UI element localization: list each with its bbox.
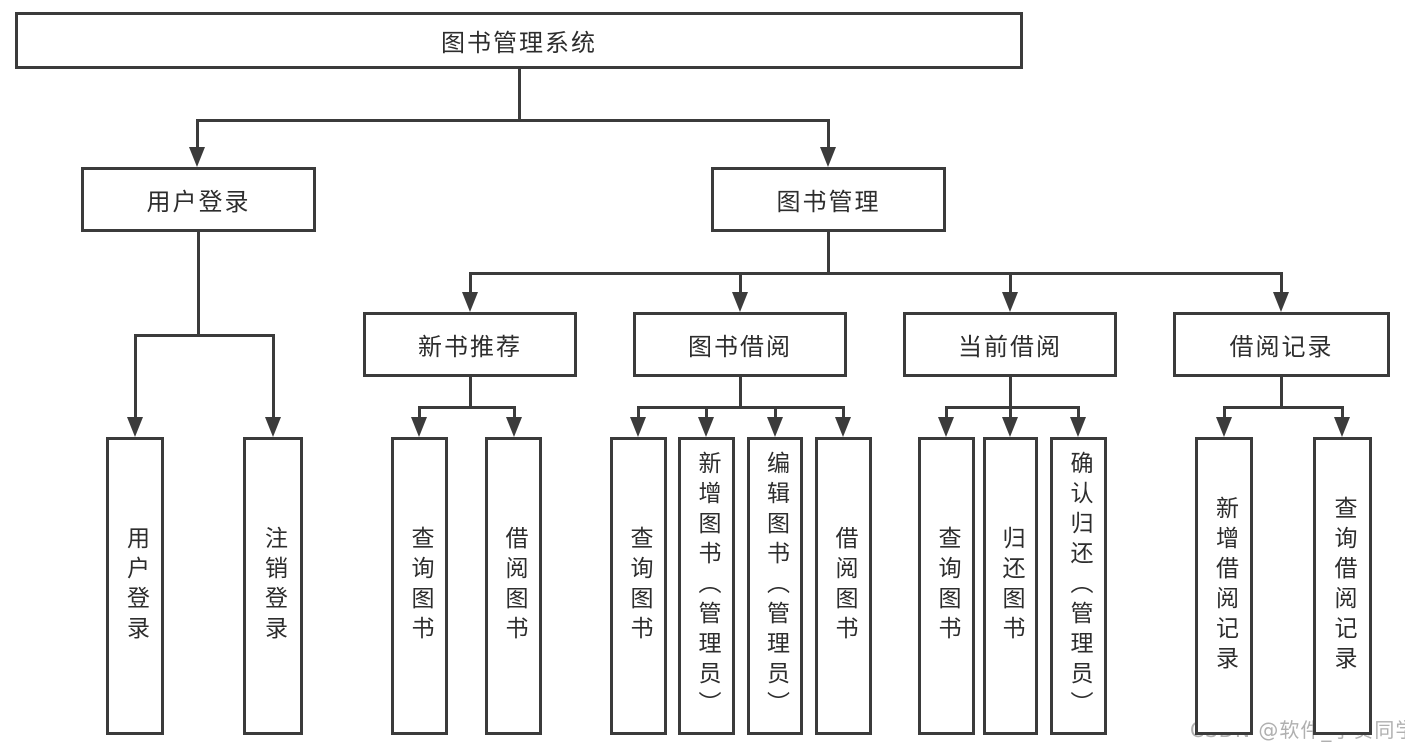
node-leaf-add-books-admin: 新增图书（管理员） [678, 437, 735, 735]
arrowhead-down-icon [820, 147, 836, 167]
connector-bar [636, 405, 845, 409]
node-book-borrow: 图书借阅 [633, 312, 847, 377]
node-leaf-query-books-recommend: 查询图书 [391, 437, 448, 735]
connector-drop [1008, 273, 1012, 306]
node-label: 借阅图书 [831, 526, 857, 646]
node-label: 当前借阅 [958, 333, 1062, 361]
arrowhead-down-icon [1273, 292, 1289, 312]
connector-stem [1279, 377, 1283, 407]
node-label: 查询图书 [626, 526, 652, 646]
node-label: 新增借阅记录 [1211, 496, 1238, 676]
arrowhead-down-icon [835, 417, 851, 437]
node-label: 查询图书 [407, 526, 433, 646]
connector-stem [1008, 377, 1012, 407]
arrowhead-down-icon [462, 292, 478, 312]
node-label: 注销登录 [260, 526, 287, 646]
connector-stem [826, 232, 830, 273]
node-label: 归还图书 [998, 526, 1024, 646]
connector-bar [417, 405, 516, 409]
node-leaf-query-borrow-record: 查询借阅记录 [1313, 437, 1372, 735]
node-label: 用户登录 [146, 188, 251, 216]
connector-bar [133, 333, 275, 337]
node-label: 编辑图书（管理员） [762, 451, 789, 721]
node-label: 新书推荐 [418, 333, 522, 361]
connector-drop [738, 273, 742, 306]
arrowhead-down-icon [1334, 417, 1350, 437]
node-label: 用户登录 [122, 526, 149, 646]
arrowhead-down-icon [938, 417, 954, 437]
connector-stem [468, 377, 472, 407]
connector-drop [1279, 273, 1283, 306]
arrowhead-down-icon [1002, 292, 1018, 312]
arrowhead-down-icon [506, 417, 522, 437]
arrowhead-down-icon [732, 292, 748, 312]
node-root: 图书管理系统 [15, 12, 1023, 69]
node-leaf-user-login: 用户登录 [106, 437, 164, 735]
node-new-book-recommend: 新书推荐 [363, 312, 577, 377]
connector-drop [195, 120, 199, 161]
node-borrow-records: 借阅记录 [1173, 312, 1390, 377]
node-label: 图书管理系统 [441, 29, 597, 57]
node-label: 查询借阅记录 [1330, 496, 1356, 676]
node-leaf-logout: 注销登录 [243, 437, 303, 735]
node-label: 借阅记录 [1229, 333, 1334, 361]
node-label: 确认归还（管理员） [1066, 451, 1092, 721]
node-leaf-borrow-books-recommend: 借阅图书 [485, 437, 542, 735]
node-leaf-edit-books-admin: 编辑图书（管理员） [747, 437, 803, 735]
arrowhead-down-icon [411, 417, 427, 437]
node-leaf-query-books-borrow: 查询图书 [610, 437, 667, 735]
node-leaf-confirm-return-admin: 确认归还（管理员） [1050, 437, 1107, 735]
arrowhead-down-icon [189, 147, 205, 167]
arrowhead-down-icon [265, 417, 281, 437]
connector-stem [517, 69, 521, 120]
node-label: 借阅图书 [501, 526, 527, 646]
node-label: 图书管理 [776, 188, 881, 216]
node-label: 新增图书（管理员） [694, 451, 720, 721]
node-current-borrow: 当前借阅 [903, 312, 1117, 377]
connector-stem [196, 232, 200, 335]
node-leaf-query-books-current: 查询图书 [918, 437, 975, 735]
arrowhead-down-icon [630, 417, 646, 437]
connector-bar [944, 405, 1080, 409]
arrowhead-down-icon [127, 417, 143, 437]
connector-stem [738, 377, 742, 407]
connector-drop [826, 120, 830, 161]
node-leaf-return-books: 归还图书 [983, 437, 1038, 735]
connector-bar [1222, 405, 1344, 409]
connector-drop [133, 335, 137, 431]
arrowhead-down-icon [1002, 417, 1018, 437]
node-leaf-borrow-books: 借阅图书 [815, 437, 872, 735]
node-user-login: 用户登录 [81, 167, 316, 232]
arrowhead-down-icon [1070, 417, 1086, 437]
node-label: 查询图书 [934, 526, 960, 646]
connector-drop [271, 335, 275, 431]
connector-bar [195, 118, 830, 122]
node-book-management: 图书管理 [711, 167, 946, 232]
connector-bar [468, 271, 1283, 275]
arrowhead-down-icon [767, 417, 783, 437]
arrowhead-down-icon [698, 417, 714, 437]
arrowhead-down-icon [1216, 417, 1232, 437]
connector-drop [468, 273, 472, 306]
node-label: 图书借阅 [688, 333, 792, 361]
node-leaf-add-borrow-record: 新增借阅记录 [1195, 437, 1253, 735]
